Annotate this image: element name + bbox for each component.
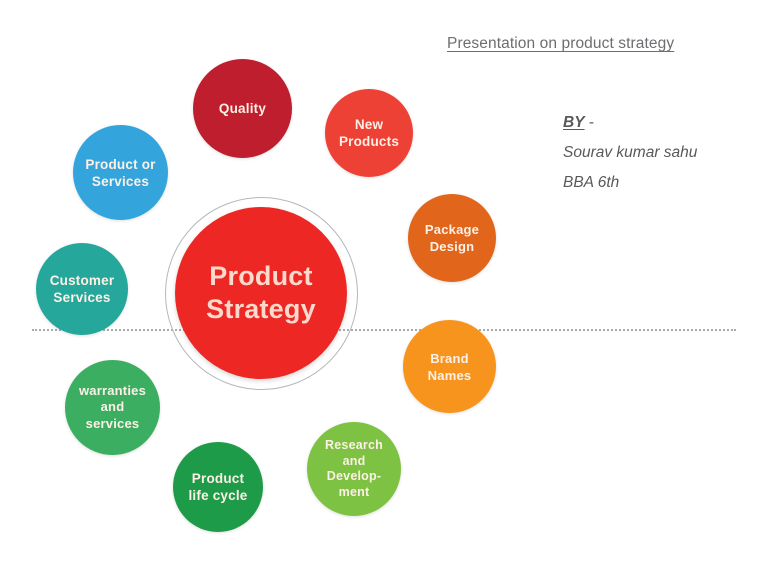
bubble-text-line: Develop- <box>326 469 382 483</box>
bubble-text-line: Quality <box>218 100 267 116</box>
bubble-product-life-cycle[interactable]: Product life cycle <box>173 442 263 532</box>
page-title: Presentation on product strategy <box>447 35 675 52</box>
bubble-text-line: Brand <box>430 350 469 366</box>
center-line-2: Strategy <box>206 294 316 324</box>
bubble-text-line: Services <box>91 173 150 189</box>
byline-author: Sourav kumar sahu <box>563 144 698 161</box>
bubble-label-product-strategy: Product Strategy <box>202 260 320 326</box>
byline-by-label: BY <box>563 114 585 131</box>
bubble-text-line: ment <box>338 484 370 499</box>
byline-dash: - <box>584 114 595 131</box>
byline-block: BY - Sourav kumar sahu BBA 6th <box>563 108 763 198</box>
bubble-text-line: Product <box>191 471 245 486</box>
bubble-text-line: Product or <box>85 156 156 172</box>
bubble-label-product-life-cycle: Product life cycle <box>184 470 251 504</box>
center-ring-outline <box>165 197 358 390</box>
bubble-product-strategy[interactable]: Product Strategy <box>175 207 347 379</box>
center-line-1: Product <box>209 261 313 291</box>
bubble-text-line: life cycle <box>188 488 248 503</box>
bubble-text-line: Products <box>338 134 400 149</box>
bubble-text-line: Package <box>424 222 480 237</box>
bubble-text-line: Research <box>325 438 383 452</box>
bubble-text-line: and <box>342 453 366 468</box>
bubble-text-line: New <box>354 117 384 132</box>
byline-by-row: BY - <box>563 108 763 138</box>
bubble-label-quality: Quality <box>215 101 270 117</box>
bubble-text-line: Services <box>53 290 111 305</box>
bubble-text-line: services <box>85 415 140 431</box>
bubble-text-line: Design <box>429 239 475 254</box>
bubble-text-line: Names <box>427 367 472 383</box>
byline-course: BBA 6th <box>563 174 620 191</box>
dotted-separator-line <box>32 329 736 331</box>
bubble-text-line: and <box>100 399 125 415</box>
bubble-text-line: Customer <box>49 273 115 288</box>
bubble-text-line: warranties <box>78 382 147 398</box>
bubble-quality[interactable]: Quality <box>193 59 292 158</box>
